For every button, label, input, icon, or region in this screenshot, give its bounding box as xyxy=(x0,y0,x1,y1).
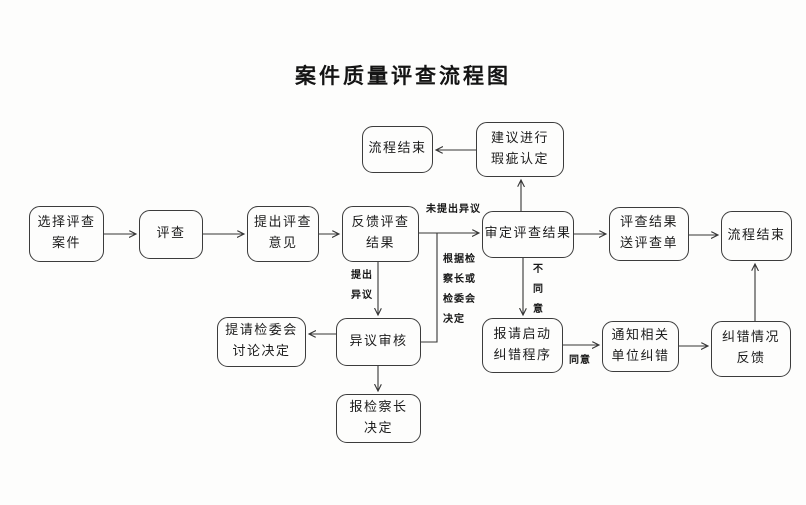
node-send-review-form: 评查结果 送评查单 xyxy=(609,207,689,261)
node-process-end-top: 流程结束 xyxy=(362,126,433,173)
diagram-title: 案件质量评查流程图 xyxy=(295,63,511,88)
node-propose-opinion: 提出评查 意见 xyxy=(247,206,319,262)
node-feedback-result: 反馈评查 结果 xyxy=(342,206,419,262)
node-suggest-defect-determination: 建议进行 瑕疵认定 xyxy=(476,122,564,177)
node-review: 评查 xyxy=(139,210,203,259)
node-process-end-right: 流程结束 xyxy=(721,211,792,261)
node-notify-units: 通知相关 单位纠错 xyxy=(602,321,679,372)
edge-label-raise-objection: 提出 异议 xyxy=(351,270,373,301)
edge-label-no-objection: 未提出异议 xyxy=(426,204,481,215)
node-start-correction: 报请启动 纠错程序 xyxy=(482,318,563,373)
edge-label-disagree: 不 同 意 xyxy=(533,264,544,315)
node-prosecutor-decision: 报检察长 决定 xyxy=(336,394,421,443)
node-correction-feedback: 纠错情况 反馈 xyxy=(711,321,791,377)
edge-label-per-decision: 根据检 察长或 检委会 决定 xyxy=(443,254,476,325)
node-select-case: 选择评查 案件 xyxy=(29,206,104,262)
edge-label-agree: 同意 xyxy=(569,355,591,366)
node-objection-review: 异议审核 xyxy=(336,318,421,366)
node-committee-discussion: 提请检委会 讨论决定 xyxy=(217,317,306,367)
edge-objection-to-examine xyxy=(421,233,438,343)
node-examine-result: 审定评查结果 xyxy=(482,211,574,258)
